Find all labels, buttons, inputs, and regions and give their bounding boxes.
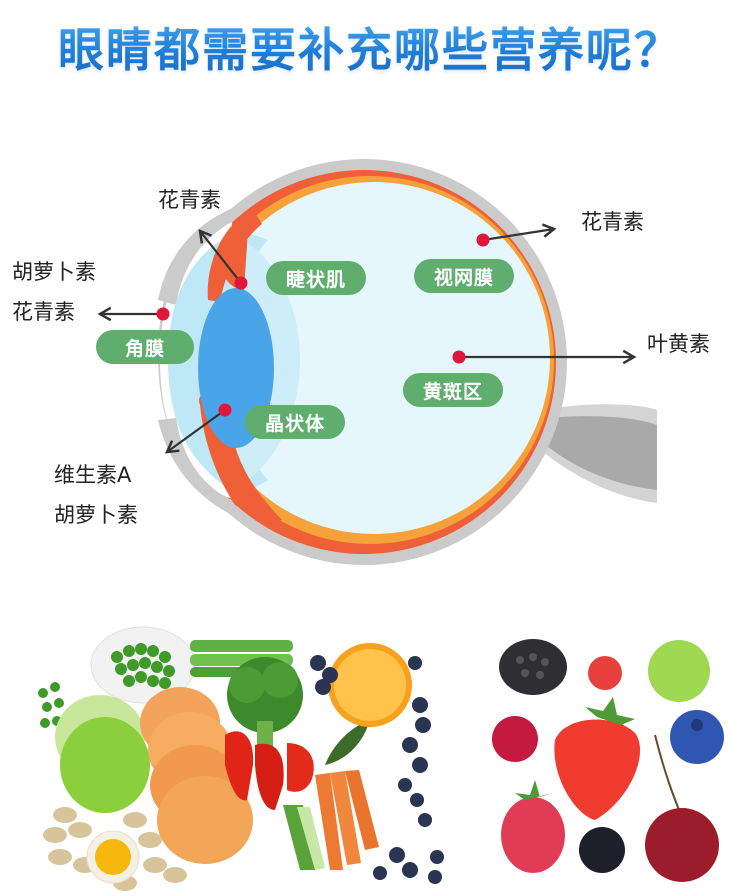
- ciliary-marker: [234, 276, 248, 290]
- lens-marker: [218, 403, 232, 417]
- label-lens: 晶状体: [245, 405, 345, 439]
- nutrient-cornea-1: 胡萝卜素: [12, 260, 96, 284]
- nutrient-macula: 叶黄素: [647, 332, 710, 356]
- nutrient-retina: 花青素: [581, 210, 644, 234]
- label-ciliary: 睫状肌: [266, 261, 366, 295]
- optic-nerve: [530, 404, 657, 503]
- nutrient-lens-2: 胡萝卜素: [54, 503, 138, 527]
- label-cornea: 角膜: [96, 330, 194, 364]
- vegetables-photo: [38, 626, 444, 891]
- retina-marker: [476, 233, 490, 247]
- nutrient-cornea-2: 花青素: [12, 300, 75, 324]
- macula-marker: [452, 350, 466, 364]
- cornea-marker: [156, 307, 170, 321]
- label-macula: 黄斑区: [403, 373, 503, 407]
- nutrient-ciliary: 花青素: [158, 188, 221, 212]
- berries-photo: [492, 639, 724, 882]
- label-retina: 视网膜: [414, 259, 514, 293]
- nutrient-lens-1: 维生素A: [54, 463, 132, 487]
- page-title: 眼睛都需要补充哪些营养呢？: [0, 14, 740, 80]
